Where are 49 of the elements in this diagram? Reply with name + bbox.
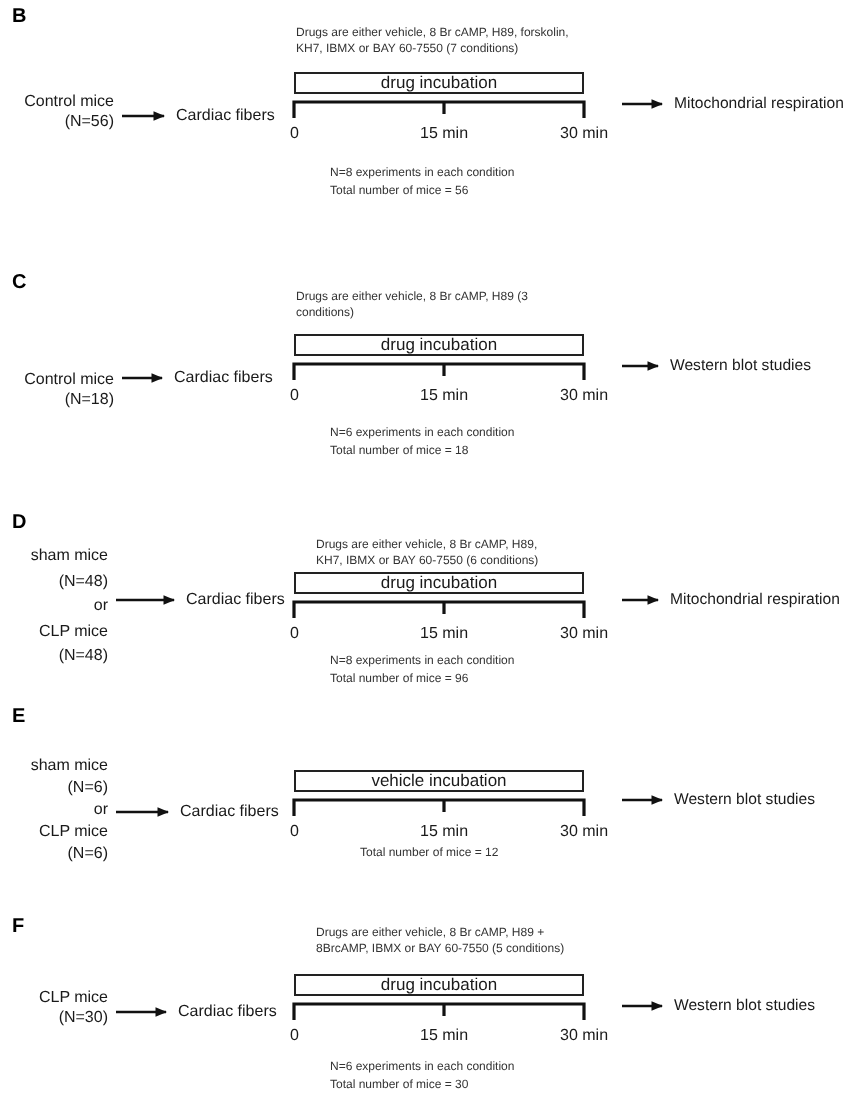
tick-label: 30 min: [560, 1026, 609, 1046]
arrow: [622, 1001, 664, 1011]
arrow: [122, 111, 166, 121]
tick-label: 0: [290, 1026, 299, 1046]
group-label: CLP mice (N=48): [36, 619, 108, 668]
incubation-bar: drug incubation: [294, 334, 584, 356]
tick-label: 0: [290, 624, 299, 644]
panel-letter: F: [12, 916, 25, 940]
sample-label: Cardiac fibers: [178, 1002, 277, 1022]
group-label: sham mice (N=6): [28, 754, 108, 798]
tick-label: 15 min: [420, 624, 469, 644]
tick-label: 0: [290, 822, 299, 842]
tick-label: 15 min: [420, 386, 469, 406]
tick-label: 0: [290, 124, 299, 144]
panel-letter: C: [12, 272, 27, 296]
incubation-bar: vehicle incubation: [294, 770, 584, 792]
incubation-bar: drug incubation: [294, 974, 584, 996]
tick-label: 30 min: [560, 624, 609, 644]
arrow: [622, 795, 664, 805]
arrow: [116, 595, 176, 605]
group-label: Control mice (N=18): [22, 370, 114, 410]
arrow: [622, 595, 660, 605]
incubation-bar: drug incubation: [294, 572, 584, 594]
arrow: [622, 361, 660, 371]
panel-letter: E: [12, 706, 26, 730]
arrow: [116, 1007, 168, 1017]
sample-label: Cardiac fibers: [174, 368, 273, 388]
arrow: [122, 373, 164, 383]
sample-label: Cardiac fibers: [180, 802, 279, 822]
panel-letter: D: [12, 512, 27, 536]
tick-label: 15 min: [420, 822, 469, 842]
arrow: [116, 807, 170, 817]
tick-label: 30 min: [560, 386, 609, 406]
tick-label: 30 min: [560, 822, 609, 842]
tick-label: 15 min: [420, 1026, 469, 1046]
group-label: or: [91, 798, 108, 820]
panel-letter: B: [12, 6, 27, 30]
tick-label: 30 min: [560, 124, 609, 144]
tick-label: 15 min: [420, 124, 469, 144]
group-label: CLP mice (N=30): [36, 988, 108, 1028]
group-label: Control mice (N=56): [22, 92, 114, 132]
arrow: [622, 99, 664, 109]
tick-label: 0: [290, 386, 299, 406]
group-label: sham mice (N=48): [28, 544, 108, 594]
sample-label: Cardiac fibers: [186, 590, 285, 610]
incubation-bar: drug incubation: [294, 72, 584, 94]
sample-label: Cardiac fibers: [176, 106, 275, 126]
group-label: CLP mice (N=6): [36, 820, 108, 864]
group-label: or: [91, 594, 108, 618]
